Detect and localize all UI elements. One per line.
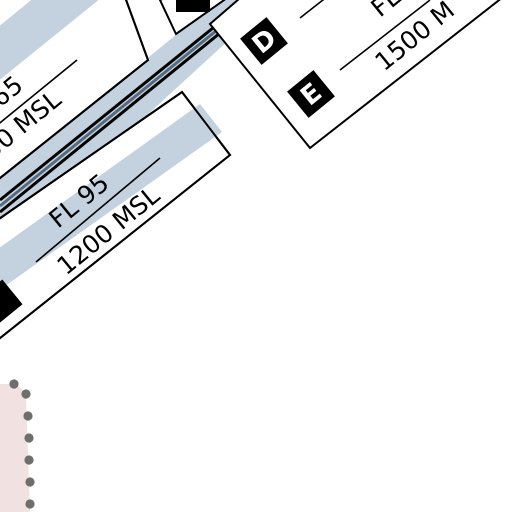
airspace-box-middle: FL 95 1200 MSL xyxy=(0,90,232,340)
label-divider xyxy=(35,157,161,263)
restricted-area-dotted-border xyxy=(9,379,35,509)
class-letter-badge-middle xyxy=(0,279,23,325)
clipped-badge xyxy=(176,0,210,12)
label-divider xyxy=(339,0,431,71)
airspace-box-top-right: D E FL 1500 M xyxy=(158,0,501,150)
label-divider-upper xyxy=(299,0,325,19)
corridor-band-overlay-top-left xyxy=(0,0,99,80)
label-divider xyxy=(0,59,78,124)
corridor-band-overlay-middle xyxy=(0,104,222,290)
class-letter-badge-e: E xyxy=(287,70,335,118)
class-letter-badge-d: D xyxy=(240,17,288,65)
restricted-area-fill xyxy=(0,384,30,512)
restricted-area xyxy=(0,379,35,512)
airspace-box-top-left: 65 00 MSL xyxy=(0,0,150,180)
